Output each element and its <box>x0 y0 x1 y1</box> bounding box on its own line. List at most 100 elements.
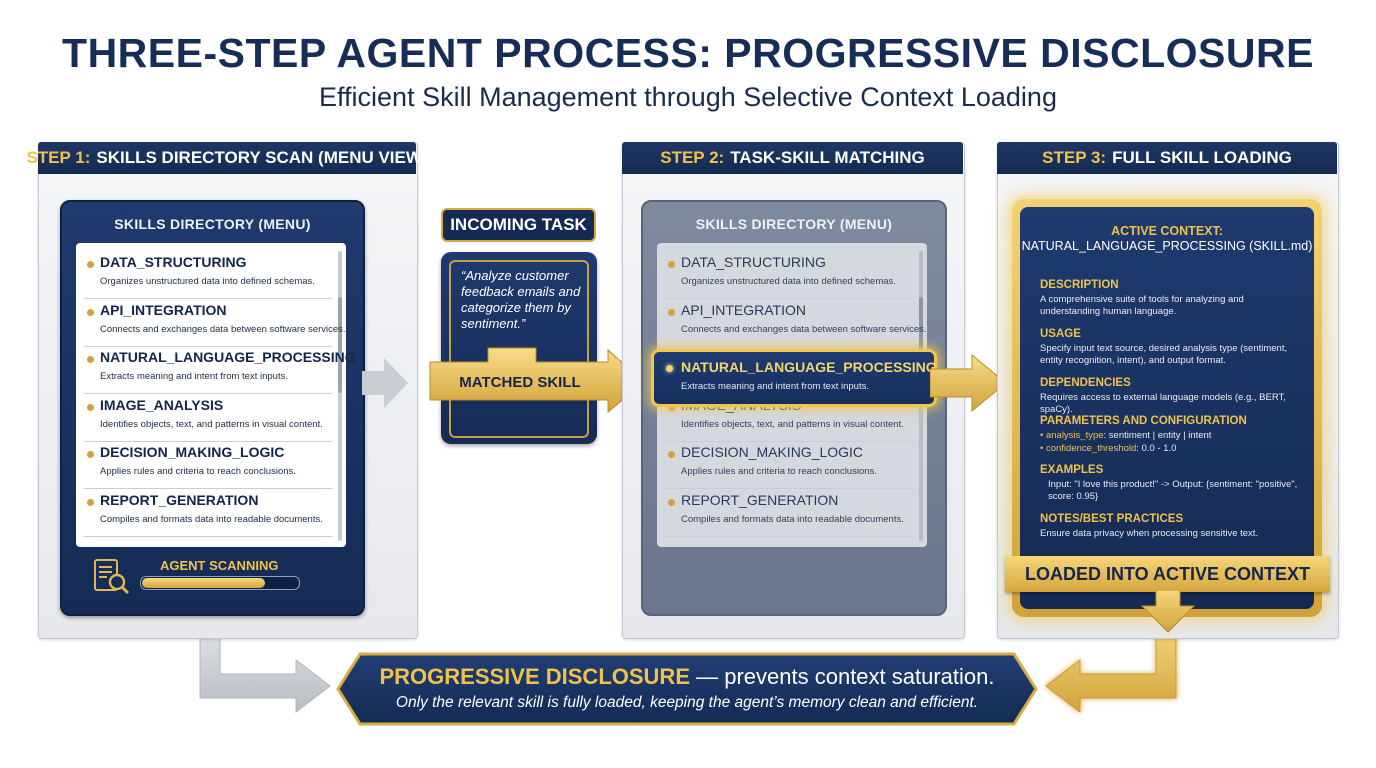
param-key: confidence_threshold <box>1045 443 1137 454</box>
skill-name: DATA_STRUCTURING <box>100 254 247 270</box>
step1-header: STEP 1: SKILLS DIRECTORY SCAN (MENU VIEW… <box>26 142 428 174</box>
skill-name: DECISION_MAKING_LOGIC <box>100 444 285 460</box>
ctx-dependencies-text: Requires access to external language mod… <box>1040 392 1286 415</box>
list-item[interactable]: DATA_STRUCTURING Organizes unstructured d… <box>665 251 913 299</box>
skill-name: DATA_STRUCTURING <box>681 254 826 270</box>
skill-description: Applies rules and criteria to reach conc… <box>100 466 296 477</box>
ctx-notes-text: Ensure data privacy when processing sens… <box>1040 528 1259 539</box>
skill-description: Connects and exchanges data between soft… <box>681 323 927 335</box>
bullet-icon <box>668 308 675 316</box>
skill-description: Connects and exchanges data between soft… <box>100 323 346 335</box>
scan-progress-track <box>140 576 300 590</box>
bullet-icon <box>87 308 94 316</box>
document-search-icon <box>94 559 130 595</box>
list-item[interactable]: API_INTEGRATION Connects and exchanges da… <box>84 299 346 347</box>
skill-name: REPORT_GENERATION <box>100 491 259 508</box>
scrollbar-thumb[interactable] <box>338 297 342 393</box>
skill-name: REPORT_GENERATION <box>681 491 839 508</box>
skill-name: API_INTEGRATION <box>681 301 806 318</box>
footer-line1: PROGRESSIVE DISCLOSURE — prevents contex… <box>336 664 1038 690</box>
skill-description: Organizes unstructured data into defined… <box>681 276 896 287</box>
matched-skill-label: MATCHED SKILL <box>459 374 581 391</box>
bullet-icon <box>668 451 675 458</box>
agent-scanning-label: AGENT SCANNING <box>160 558 279 573</box>
active-context-card <box>1020 207 1314 609</box>
bullet-icon <box>87 261 94 268</box>
step3-prefix: STEP 3: <box>1042 148 1107 167</box>
param-key: analysis_type <box>1045 430 1104 441</box>
step1-prefix: STEP 1: <box>26 148 91 167</box>
ctx-description-text: A comprehensive suite of tools for analy… <box>1040 294 1244 317</box>
loaded-into-context-banner: LOADED INTO ACTIVE CONTEXT <box>1005 556 1330 592</box>
ctx-param-1: • analysis_type: sentiment | entity | in… <box>1040 430 1212 441</box>
list-item[interactable]: API_INTEGRATION Connects and exchanges da… <box>665 299 927 347</box>
skills-directory-title: SKILLS DIRECTORY (MENU) <box>114 216 311 232</box>
scan-progress-fill <box>142 578 266 588</box>
matched-skill-desc: Extracts meaning and intent from text in… <box>681 381 869 392</box>
bullet-icon <box>668 403 675 411</box>
skill-name: NATURAL_LANGUAGE_PROCESSING <box>100 349 356 365</box>
ctx-dependencies-heading: DEPENDENCIES <box>1040 377 1131 389</box>
list-item[interactable]: DATA_STRUCTURING Organizes unstructured d… <box>84 251 332 299</box>
ctx-examples-heading: EXAMPLES <box>1040 464 1104 476</box>
incoming-task-frame <box>449 260 589 438</box>
bullet-icon <box>87 451 94 458</box>
skills-list[interactable]: DATA_STRUCTURING Organizes unstructured d… <box>76 243 356 547</box>
bullet-icon <box>87 498 94 506</box>
skill-description: Compiles and formats data into readable … <box>681 513 904 525</box>
skill-name: API_INTEGRATION <box>100 301 227 318</box>
incoming-task-label: INCOMING TASK <box>441 208 596 242</box>
arrow-left-icon <box>1045 617 1177 714</box>
scrollbar[interactable] <box>338 251 342 541</box>
arrow-right-icon <box>362 358 408 408</box>
skill-name: IMAGE_ANALYSIS <box>100 396 224 413</box>
bullet-icon <box>668 498 675 506</box>
step2-prefix: STEP 2: <box>660 148 725 167</box>
ctx-description-heading: DESCRIPTION <box>1040 279 1119 291</box>
skill-description: Compiles and formats data into readable … <box>100 513 323 525</box>
skills-directory-title: SKILLS DIRECTORY (MENU) <box>695 216 893 232</box>
list-item[interactable]: DECISION_MAKING_LOGIC Applies rules and c… <box>665 441 913 489</box>
ctx-notes-heading: NOTES/BEST PRACTICES <box>1040 513 1184 525</box>
active-context-skill: NATURAL_LANGUAGE_PROCESSING (SKILL.md) <box>1021 239 1313 253</box>
active-context-heading: ACTIVE CONTEXT: <box>1111 224 1223 238</box>
ctx-parameters-heading: PARAMETERS AND CONFIGURATION <box>1040 415 1247 427</box>
matched-skill-item[interactable]: NATURAL_LANGUAGE_PROCESSING Extracts mea… <box>651 349 937 407</box>
list-item[interactable]: REPORT_GENERATION Compiles and formats da… <box>84 489 332 537</box>
skill-name: DECISION_MAKING_LOGIC <box>681 444 864 460</box>
page-title: THREE-STEP AGENT PROCESS: PROGRESSIVE DI… <box>62 30 1314 76</box>
task-quote: “Analyze customer feedback emails and ca… <box>461 268 581 331</box>
step1-label: SKILLS DIRECTORY SCAN (MENU VIEW) <box>96 148 428 167</box>
arrow-down-icon <box>1140 590 1196 633</box>
list-item[interactable]: IMAGE_ANALYSIS Identifies objects, text, … <box>84 394 332 442</box>
ctx-examples-text: Input: "I love this product!" -> Output:… <box>1048 479 1298 502</box>
scrollbar-thumb[interactable] <box>919 297 923 393</box>
step2-header: STEP 2: TASK-SKILL MATCHING <box>622 142 963 174</box>
list-item[interactable]: REPORT_GENERATION Compiles and formats da… <box>665 489 913 537</box>
param-value: : 0.0 - 1.0 <box>1136 443 1177 454</box>
bullet-icon <box>666 365 673 372</box>
bullet-icon <box>87 356 94 363</box>
bullet-icon <box>87 403 94 411</box>
skill-description: Applies rules and criteria to reach conc… <box>681 466 877 477</box>
arrow-right-icon <box>199 617 331 714</box>
skill-description: Identifies objects, text, and patterns i… <box>100 418 323 430</box>
skill-description: Identifies objects, text, and patterns i… <box>681 418 904 430</box>
ctx-usage-heading: USAGE <box>1040 328 1081 340</box>
ctx-usage-text: Specify input text source, desired analy… <box>1040 343 1288 366</box>
footer-rest: — prevents context saturation. <box>690 664 995 689</box>
page-subtitle: Efficient Skill Management through Selec… <box>319 82 1057 112</box>
skill-description: Organizes unstructured data into defined… <box>100 276 315 287</box>
footer-highlight: PROGRESSIVE DISCLOSURE <box>379 664 690 689</box>
list-item[interactable]: NATURAL_LANGUAGE_PROCESSING Extracts mean… <box>84 346 356 394</box>
progressive-disclosure-banner <box>336 652 1038 726</box>
footer-line2: Only the relevant skill is fully loaded,… <box>395 694 979 711</box>
list-item[interactable]: DECISION_MAKING_LOGIC Applies rules and c… <box>84 441 332 489</box>
matched-skill-name: NATURAL_LANGUAGE_PROCESSING <box>681 359 937 375</box>
param-value: : sentiment | entity | intent <box>1103 430 1212 441</box>
skill-description: Extracts meaning and intent from text in… <box>100 371 288 382</box>
bullet-icon <box>668 261 675 268</box>
step2-label: TASK-SKILL MATCHING <box>730 148 925 167</box>
ctx-param-2: • confidence_threshold: 0.0 - 1.0 <box>1040 443 1177 454</box>
